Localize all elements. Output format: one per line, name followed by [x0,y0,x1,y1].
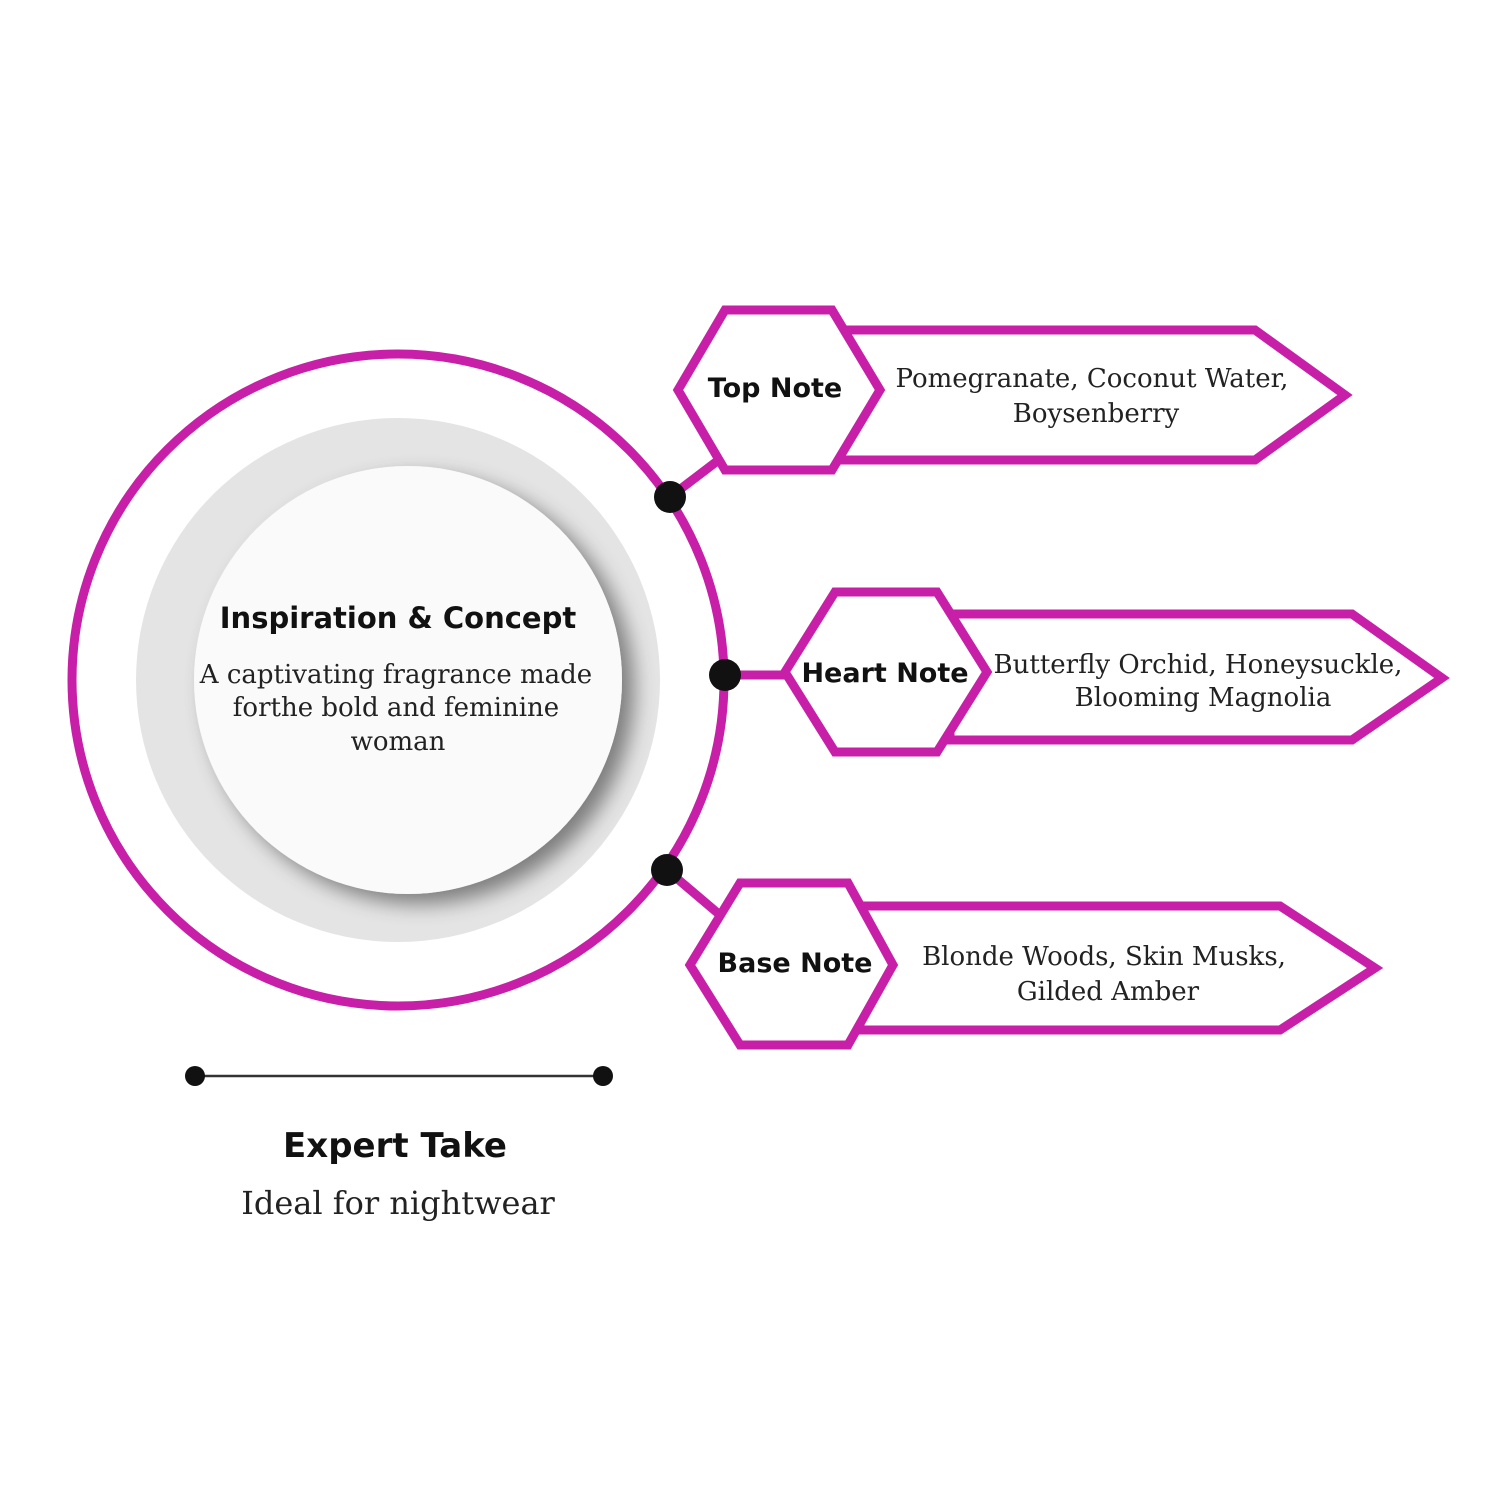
node-dot-base [651,854,683,886]
top-note-line-1: Pomegranate, Coconut Water, [896,364,1289,394]
heart-note-hexagon [779,587,993,757]
center-line-1: A captivating fragrance made [199,660,592,690]
base-note-line-1: Blonde Woods, Skin Musks, [922,942,1286,972]
center-line-3: woman [351,727,446,757]
base-note-line-2: Gilded Amber [1017,977,1200,1007]
base-note-hexagon [684,878,899,1050]
heart-note-line-1: Butterfly Orchid, Honeysuckle, [994,650,1403,680]
heart-note-line-2: Blooming Magnolia [1075,683,1332,713]
node-dot-top [654,481,686,513]
top-note-line-2: Boysenberry [1013,399,1180,429]
top-note-arrow [835,325,1353,465]
heart-note-label: Heart Note [801,658,968,689]
base-note-label: Base Note [718,948,873,979]
center-title: Inspiration & Concept [220,601,577,635]
expert-text: Ideal for nightwear [241,1184,555,1222]
top-note-label: Top Note [708,373,842,404]
top-note-hexagon [672,305,886,475]
expert-title: Expert Take [283,1126,507,1166]
divider-dot-left [185,1066,205,1086]
node-dot-heart [709,659,741,691]
divider-dot-right [593,1066,613,1086]
center-line-2: forthe bold and feminine [233,693,559,723]
center-disc [194,466,622,894]
